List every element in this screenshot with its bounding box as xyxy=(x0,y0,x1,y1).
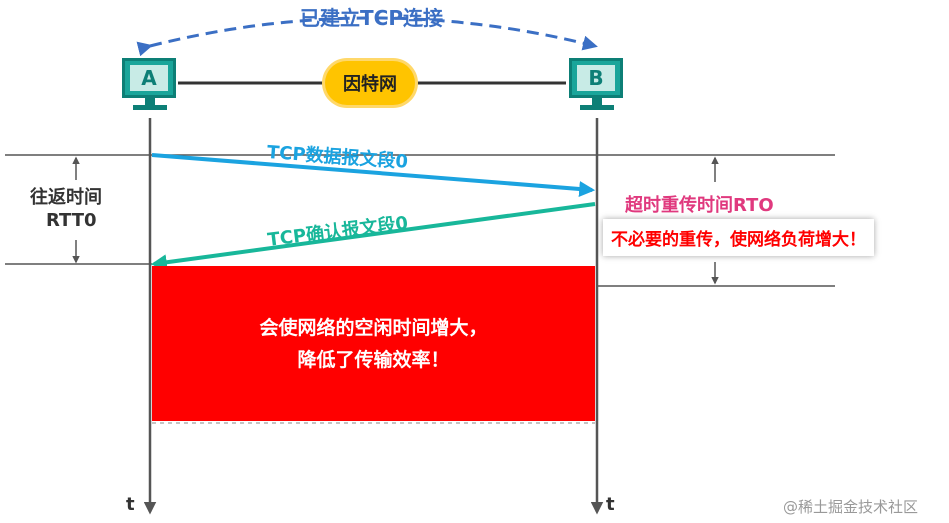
idle-text-line1: 会使网络的空闲时间增大， xyxy=(259,316,488,339)
retransmit-warning: 不必要的重传，使网络负荷增大！ xyxy=(603,219,874,256)
ack-segment-arrow xyxy=(150,202,596,271)
host-a-monitor: A xyxy=(122,58,176,98)
watermark: @稀土掘金技术社区 xyxy=(783,498,919,516)
idle-time-block: 会使网络的空闲时间增大， 降低了传输效率！ xyxy=(152,266,595,421)
internet-label: 因特网 xyxy=(343,74,397,95)
host-b-monitor: B xyxy=(569,58,623,98)
connection-label: 已建立TCP连接 xyxy=(300,6,443,30)
host-b-label: B xyxy=(577,65,615,91)
host-a-label: A xyxy=(130,65,168,91)
host-a-stand xyxy=(145,98,155,106)
time-label-a: t xyxy=(126,494,135,515)
rtt-label-line2: RTT0 xyxy=(46,210,97,231)
connection-arc xyxy=(136,16,598,57)
internet-cloud: 因特网 xyxy=(325,61,415,105)
rtt-label-line1: 往返时间 xyxy=(30,187,102,208)
rto-label: 超时重传时间RTO xyxy=(625,195,774,216)
idle-text-line2: 降低了传输效率！ xyxy=(297,348,450,371)
host-b-stand xyxy=(592,98,602,106)
data-segment-arrow xyxy=(151,153,596,197)
time-label-b: t xyxy=(606,494,615,515)
host-a-base xyxy=(133,105,167,110)
host-b-base xyxy=(580,105,614,110)
